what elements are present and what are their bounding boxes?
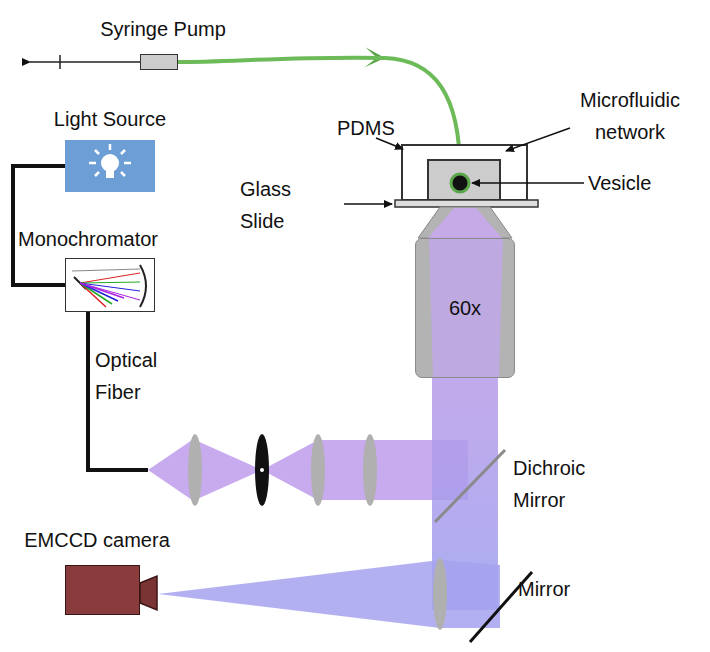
camera-lens [140, 576, 157, 610]
callout-label: Glass Slide [240, 173, 340, 237]
monochromator: Monochromator [16, 224, 158, 312]
beam [148, 438, 195, 502]
light-source-body [65, 140, 155, 192]
camera: EMCCD camera [16, 524, 170, 615]
lens [433, 558, 447, 630]
light-cone [429, 239, 503, 378]
dispersed-ray [80, 283, 140, 300]
tubing [178, 58, 385, 62]
objective-magnification: 60x [449, 297, 481, 320]
leader-arrow [472, 182, 584, 184]
light-cone [428, 208, 502, 238]
callout-label: Microfluidic network [562, 84, 698, 148]
leader-arrow [376, 138, 403, 149]
light-ray [124, 162, 131, 165]
pinhole-aperture [260, 468, 264, 472]
microfluidic-channel [428, 160, 500, 200]
light-ray [121, 150, 125, 154]
callout-label: Dichroic Mirror [513, 452, 623, 516]
callout-label: Vesicle [588, 167, 688, 199]
vesicle [451, 174, 469, 192]
camera-body [65, 565, 140, 615]
part-label: Monochromator [18, 227, 158, 251]
leader-arrow [506, 128, 570, 151]
beam [262, 440, 318, 500]
bulb-base [106, 171, 114, 178]
syringe-pump-body [140, 54, 178, 70]
objective-lens: 60x [415, 238, 515, 378]
beam [158, 560, 440, 628]
part-label: EMCCD camera [24, 528, 170, 552]
pdms-block [402, 145, 527, 200]
dichroic-mirror [435, 450, 505, 522]
callout-label: Mirror [518, 573, 608, 605]
glass-slide [395, 200, 538, 207]
light-ray [121, 172, 125, 176]
ray [72, 269, 140, 271]
dispersed-ray [80, 273, 140, 283]
bulb [101, 154, 119, 172]
dispersed-ray [80, 283, 140, 291]
syringe-pump: Syringe Pump [20, 14, 226, 70]
plunger-end [59, 55, 61, 69]
bulb-icon [65, 140, 155, 192]
objective-tip [418, 207, 512, 238]
part-label: Syringe Pump [100, 17, 226, 41]
callout-label: Optical Fiber [95, 344, 195, 408]
pinhole [255, 434, 269, 506]
light-ray [95, 172, 99, 176]
leader-arrow [344, 203, 392, 205]
callout-label: PDMS [337, 112, 407, 144]
light-ray [95, 150, 99, 154]
light-ray [109, 144, 112, 150]
light-source: Light Source [20, 104, 166, 192]
grating-icon [66, 259, 156, 313]
plunger [30, 61, 140, 63]
dispersed-ray [80, 282, 140, 283]
curved-mirror [140, 265, 146, 307]
lens [363, 434, 377, 506]
lens [311, 434, 325, 506]
lens [188, 434, 202, 506]
part-label: Light Source [54, 107, 166, 131]
beam [195, 440, 262, 500]
monochromator-body [65, 258, 155, 312]
cable [13, 166, 65, 285]
light-ray [89, 162, 96, 165]
